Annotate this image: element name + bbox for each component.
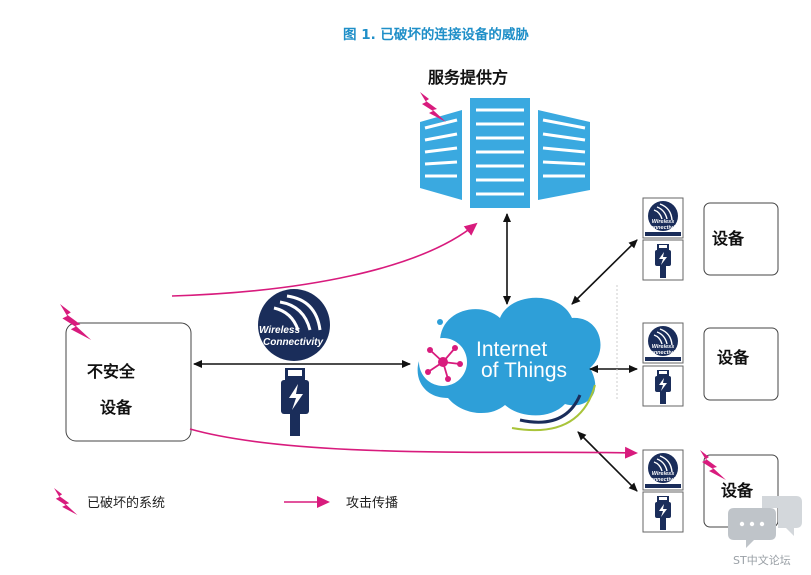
server-right — [538, 110, 590, 200]
wireless-connectivity-icon-small — [642, 197, 684, 239]
ethernet-plug-icon-small — [642, 365, 684, 407]
iot-cloud: Internet of Things — [417, 297, 601, 432]
watermark: ST中文论坛 — [728, 496, 802, 567]
iot-label-line2: of Things — [481, 359, 567, 382]
server-center — [470, 98, 530, 208]
ethernet-plug-icon-small — [642, 239, 684, 281]
device-label: 设备 — [721, 481, 754, 500]
attack-path-to-device — [189, 428, 638, 459]
attack-path-to-server — [171, 222, 478, 297]
server-cluster — [420, 98, 590, 208]
legend: 已破坏的系统 攻击传播 — [54, 488, 398, 515]
legend-attack-label: 攻击传播 — [346, 496, 398, 511]
legend-bolt-icon — [54, 488, 78, 515]
link-cloud-device-top — [571, 239, 638, 305]
device-top: 设备 — [642, 197, 779, 281]
server-left — [420, 110, 462, 200]
wireless-label-line1: Wireless — [259, 325, 300, 336]
wireless-label-line2: Connectivity — [263, 337, 323, 348]
iot-label-line1: Internet — [476, 338, 547, 361]
ethernet-plug-icon-small — [642, 491, 684, 533]
wireless-connectivity-icon-small — [642, 449, 684, 491]
watermark-text: ST中文论坛 — [733, 553, 791, 567]
device-middle: 设备 — [642, 322, 779, 407]
ethernet-plug-icon — [281, 368, 309, 436]
device-label: 设备 — [717, 348, 750, 367]
link-cloud-device-bottom — [577, 431, 638, 492]
device-label: 设备 — [712, 229, 745, 248]
wireless-connectivity-icon: Wireless Connectivity — [258, 289, 330, 361]
network-node-icon — [419, 338, 467, 386]
insecure-device: 不安全 设备 — [65, 322, 192, 442]
wireless-connectivity-icon-small — [642, 322, 684, 364]
service-provider-label: 服务提供方 — [428, 68, 508, 87]
figure-title: 图 1. 已破坏的连接设备的威胁 — [343, 26, 529, 43]
legend-compromised-label: 已破坏的系统 — [87, 495, 165, 511]
insecure-device-label-line2: 设备 — [100, 398, 133, 417]
insecure-device-label-line1: 不安全 — [87, 362, 136, 381]
